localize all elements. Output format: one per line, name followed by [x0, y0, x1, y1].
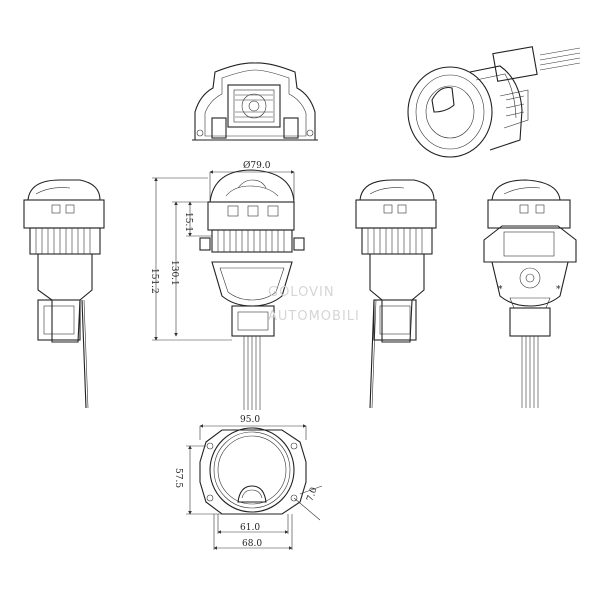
dim-body-height: 130.1: [169, 260, 179, 286]
dim-top-offset: 15.1: [183, 212, 193, 232]
svg-text:*: *: [498, 285, 503, 295]
dim-flange-width: 95.0: [240, 415, 260, 425]
isometric-view: [407, 46, 581, 158]
dim-total-height: 151.2: [149, 268, 159, 294]
svg-text:*: *: [556, 285, 561, 295]
watermark-line2: AUTOMOBILI: [268, 309, 360, 324]
rear-top-view: [192, 62, 318, 141]
dim-flange-half-height: 57.5: [173, 468, 183, 488]
dim-hole-spacing-inner: 61.0: [240, 523, 260, 533]
dimension-lines: [152, 170, 323, 550]
right-side-view: [355, 179, 437, 409]
dim-lens-diameter: Ø79.0: [243, 160, 271, 171]
dim-hole-spacing-outer: 68.0: [242, 539, 262, 549]
rear-view: * *: [483, 179, 577, 408]
watermark-line1: GOLOVIN: [268, 285, 335, 300]
front-flange-view: [199, 427, 307, 515]
left-side-view: [23, 179, 105, 409]
dim-mount-hole: 7.0: [305, 486, 319, 503]
front-center-view: [199, 169, 305, 410]
